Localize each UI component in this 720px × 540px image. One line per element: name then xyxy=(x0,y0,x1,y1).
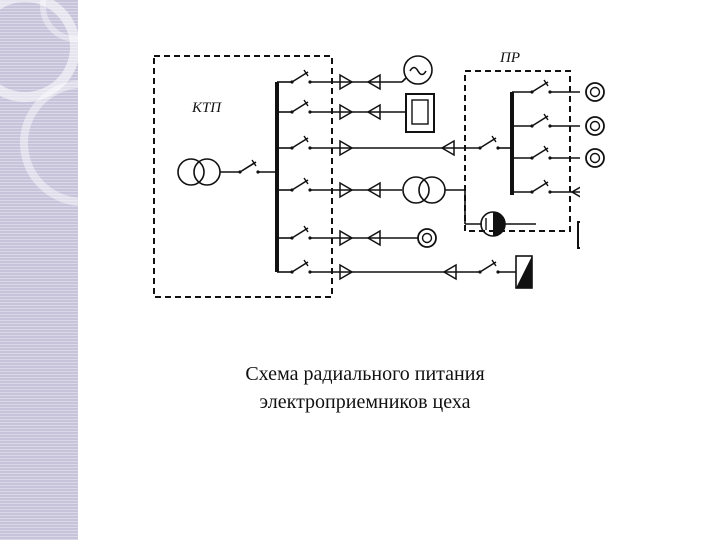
resistor-load-icon xyxy=(515,255,533,289)
feeder-line-4 xyxy=(277,176,536,237)
pr-output-3 xyxy=(512,145,580,161)
feeder-line-2 xyxy=(277,93,435,133)
caption-line-1: Схема радиального питания xyxy=(245,363,485,385)
feeder-line-5 xyxy=(277,225,437,248)
pr-motor-icon-1 xyxy=(585,82,605,102)
pr-motor-icon-3 xyxy=(585,148,605,168)
feeder-line-3-to-pr xyxy=(277,135,512,156)
radial-supply-diagram: КТП ПР xyxy=(140,40,605,320)
feeder-line-1 xyxy=(277,55,433,90)
caption-line-2: электроприемников цеха xyxy=(259,391,471,413)
pr-output-4 xyxy=(512,179,580,249)
pr-enclosure xyxy=(464,70,571,232)
motor-load-icon xyxy=(417,228,437,248)
generator-icon xyxy=(403,55,433,85)
diagram-caption: Схема радиального питания электроприемни… xyxy=(200,360,530,416)
feeder-line-6 xyxy=(277,255,533,289)
panel-load-icon xyxy=(577,221,580,249)
decorative-side-band xyxy=(0,0,78,540)
pr-output-2 xyxy=(512,113,580,129)
panel-icon xyxy=(405,93,435,133)
pr-label: ПР xyxy=(499,50,520,66)
pr-motor-icon-2 xyxy=(585,116,605,136)
ktp-label: КТП xyxy=(191,100,222,116)
pr-output-1 xyxy=(512,79,580,95)
